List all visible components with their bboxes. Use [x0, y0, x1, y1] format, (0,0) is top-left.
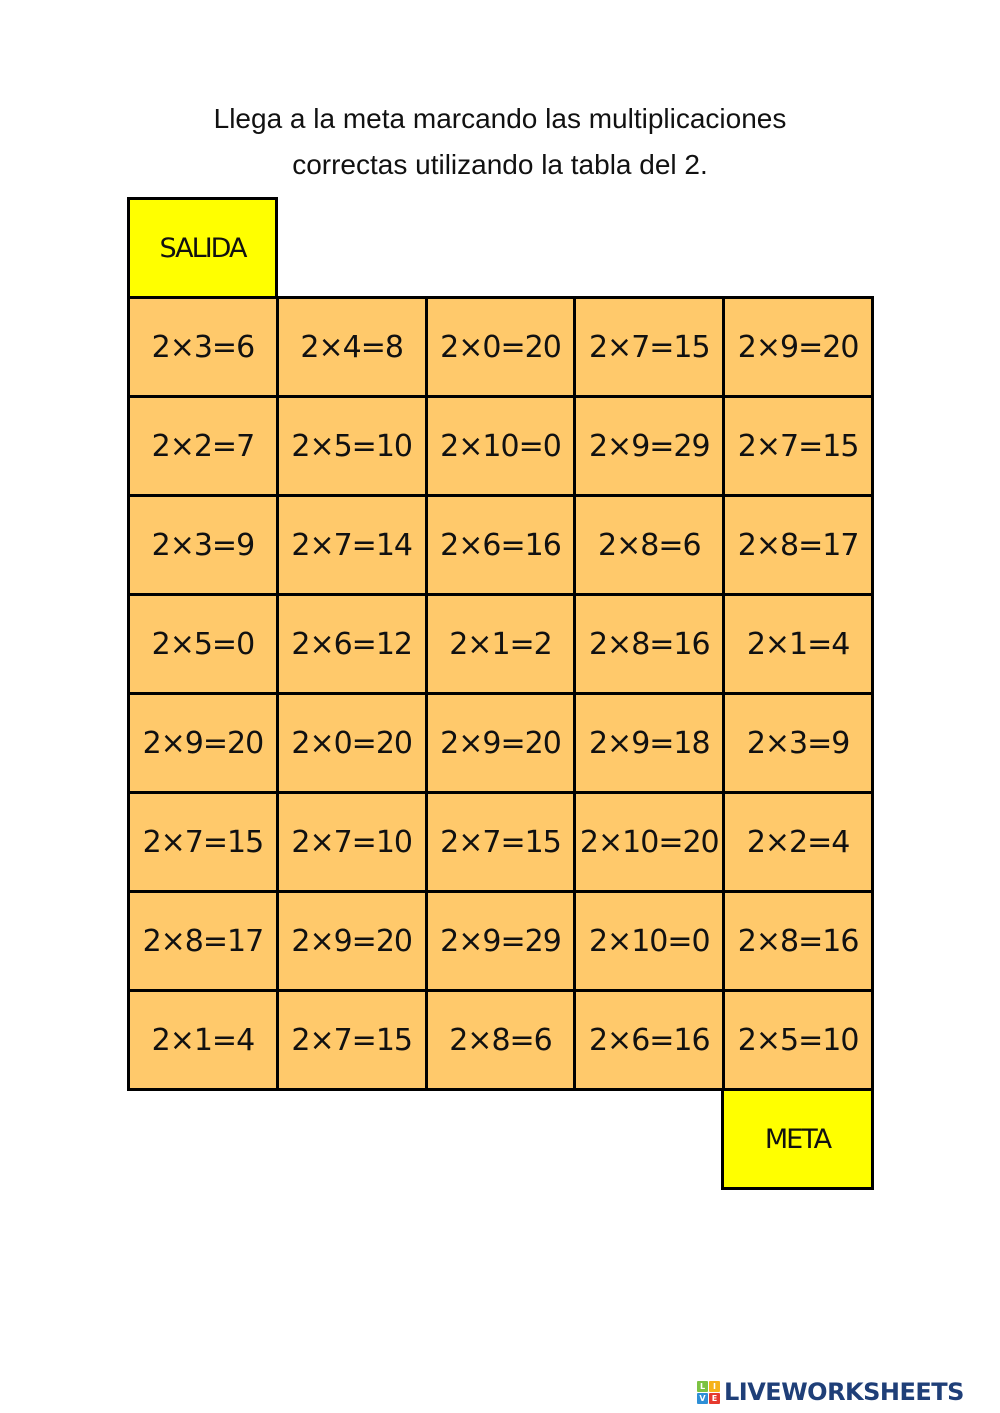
maze-cell-r2-c5[interactable]: 2×7=15	[725, 398, 871, 494]
maze-cell-r3-c3[interactable]: 2×6=16	[427, 497, 574, 593]
maze-cell-r5-c3[interactable]: 2×9=20	[427, 695, 574, 791]
maze-cell-r6-c5[interactable]: 2×2=4	[725, 794, 871, 890]
goal-label: META	[764, 1123, 832, 1155]
maze-cell-r2-c3[interactable]: 2×10=0	[427, 398, 574, 494]
maze-cell-r4-c4[interactable]: 2×8=16	[576, 596, 723, 692]
maze-cell-r1-c1[interactable]: 2×3=6	[130, 299, 276, 395]
maze-cell-r8-c2[interactable]: 2×7=15	[278, 992, 425, 1088]
watermark-text: LIVEWORKSHEETS	[724, 1378, 964, 1406]
maze-cell-r1-c4[interactable]: 2×7=15	[576, 299, 723, 395]
start-box[interactable]: SALIDA	[127, 197, 278, 299]
maze-cell-r7-c5[interactable]: 2×8=16	[725, 893, 871, 989]
instructions: Llega a la meta marcando las multiplicac…	[0, 96, 1000, 188]
maze-cell-r4-c2[interactable]: 2×6=12	[278, 596, 425, 692]
maze-cell-r6-c2[interactable]: 2×7=10	[278, 794, 425, 890]
goal-box[interactable]: META	[721, 1088, 874, 1190]
liveworksheets-watermark: L I V E LIVEWORKSHEETS	[697, 1379, 964, 1405]
logo-letter-v: V	[697, 1392, 708, 1404]
multiplication-maze: 2×3=6 2×4=8 2×0=20 2×7=15 2×9=20 2×2=7 2…	[127, 296, 874, 1091]
maze-cell-r3-c5[interactable]: 2×8=17	[725, 497, 871, 593]
maze-cell-r3-c1[interactable]: 2×3=9	[130, 497, 276, 593]
maze-cell-r7-c3[interactable]: 2×9=29	[427, 893, 574, 989]
maze-cell-r3-c2[interactable]: 2×7=14	[278, 497, 425, 593]
maze-cell-r8-c1[interactable]: 2×1=4	[130, 992, 276, 1088]
maze-cell-r6-c1[interactable]: 2×7=15	[130, 794, 276, 890]
logo-letter-l: L	[697, 1380, 708, 1392]
maze-cell-r3-c4[interactable]: 2×8=6	[576, 497, 723, 593]
maze-cell-r4-c5[interactable]: 2×1=4	[725, 596, 871, 692]
maze-cell-r2-c4[interactable]: 2×9=29	[576, 398, 723, 494]
maze-cell-r1-c3[interactable]: 2×0=20	[427, 299, 574, 395]
maze-cell-r7-c1[interactable]: 2×8=17	[130, 893, 276, 989]
instructions-line-2: correctas utilizando la tabla del 2.	[292, 149, 708, 180]
maze-cell-r5-c1[interactable]: 2×9=20	[130, 695, 276, 791]
maze-cell-r5-c4[interactable]: 2×9=18	[576, 695, 723, 791]
maze-cell-r7-c2[interactable]: 2×9=20	[278, 893, 425, 989]
maze-cell-r8-c4[interactable]: 2×6=16	[576, 992, 723, 1088]
maze-cell-r2-c2[interactable]: 2×5=10	[278, 398, 425, 494]
maze-cell-r5-c2[interactable]: 2×0=20	[278, 695, 425, 791]
maze-cell-r8-c5[interactable]: 2×5=10	[725, 992, 871, 1088]
maze-cell-r6-c4[interactable]: 2×10=20	[576, 794, 723, 890]
maze-cell-r6-c3[interactable]: 2×7=15	[427, 794, 574, 890]
start-label: SALIDA	[159, 232, 248, 264]
logo-letter-e: E	[709, 1392, 720, 1404]
maze-cell-r1-c5[interactable]: 2×9=20	[725, 299, 871, 395]
maze-cell-r4-c1[interactable]: 2×5=0	[130, 596, 276, 692]
maze-cell-r8-c3[interactable]: 2×8=6	[427, 992, 574, 1088]
maze-cell-r5-c5[interactable]: 2×3=9	[725, 695, 871, 791]
maze-cell-r7-c4[interactable]: 2×10=0	[576, 893, 723, 989]
liveworksheets-logo-icon: L I V E	[697, 1380, 720, 1404]
maze-cell-r2-c1[interactable]: 2×2=7	[130, 398, 276, 494]
maze-cell-r1-c2[interactable]: 2×4=8	[278, 299, 425, 395]
logo-letter-i: I	[709, 1380, 720, 1392]
instructions-line-1: Llega a la meta marcando las multiplicac…	[213, 103, 787, 134]
maze-cell-r4-c3[interactable]: 2×1=2	[427, 596, 574, 692]
